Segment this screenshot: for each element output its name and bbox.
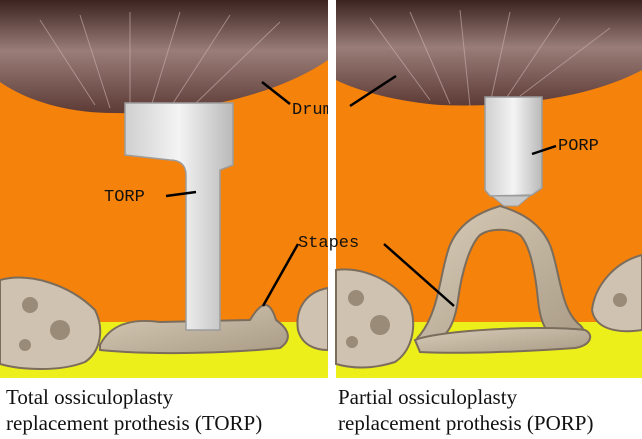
porp-caption: Partial ossiculoplasty replacement proth… [338,384,593,436]
drum-label-left: Drum [292,101,333,120]
bone-pore [613,293,627,307]
porp-label: PORP [558,137,599,156]
porp-panel: PORP [335,0,642,378]
membrane-striations-left [39,11,281,112]
porp-caption-line1: Partial ossiculoplasty [338,385,518,409]
torp-label: TORP [104,188,145,207]
porp-caption-line2: replacement prothesis (PORP) [338,411,594,435]
panel-divider [328,0,336,378]
bone-pore [348,290,364,306]
torp-prosthesis [124,102,234,331]
bone-pore [22,297,38,313]
torp-panel: Drum TORP [0,0,333,378]
tympanic-membrane-right [336,0,642,106]
torp-caption-line1: Total ossiculoplasty [6,385,174,409]
bone-right-outer-right [590,253,642,333]
porp-prosthesis [484,96,543,197]
porp-stem [490,195,532,207]
bone-right-inner [296,286,329,352]
porp-leader [531,144,557,156]
membrane-striations-right [369,9,611,107]
bone-pore [50,320,70,340]
stapes-leader-left [261,243,300,307]
torp-caption: Total ossiculoplasty replacement prothes… [6,384,262,436]
stapes-label: Stapes [298,234,359,253]
stapes-footplate-right [413,327,592,354]
drum-leader-right [349,74,397,108]
bone-pore [370,315,390,335]
drum-leader-left [261,81,291,105]
bone-pore [346,336,358,348]
stapes-leader-right [383,243,455,307]
torp-caption-line2: replacement prothesis (TORP) [6,411,263,435]
torp-leader [165,190,197,198]
bone-pore [19,339,31,351]
